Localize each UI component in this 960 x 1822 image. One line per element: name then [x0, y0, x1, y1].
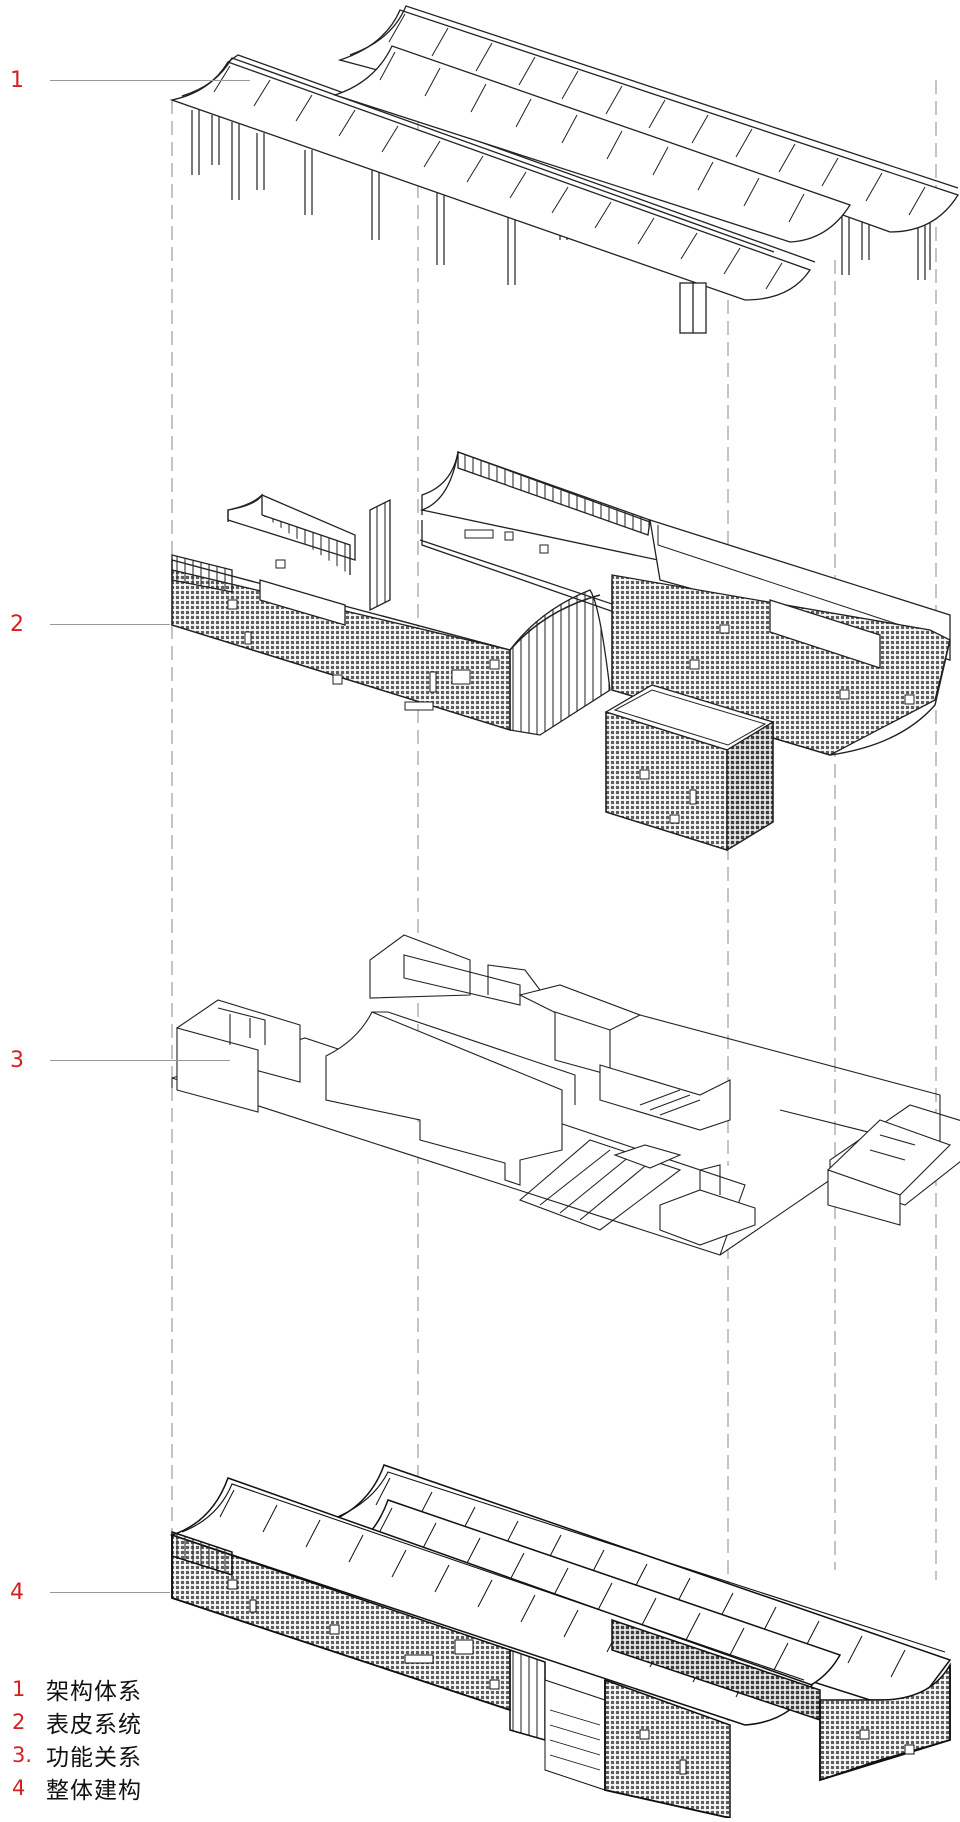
legend: 1 架构体系 2 表皮系统 3. 功能关系 4 整体建构: [12, 1672, 142, 1804]
legend-label: 整体建构: [46, 1771, 142, 1805]
layer-3-function-plan: [172, 935, 960, 1255]
legend-number: 1: [12, 1677, 46, 1701]
layer-2-skin-system: [172, 452, 950, 850]
callout-number-1: 1: [10, 70, 24, 92]
legend-label: 功能关系: [46, 1738, 142, 1772]
legend-item: 3. 功能关系: [12, 1738, 142, 1771]
legend-number: 3.: [12, 1743, 46, 1767]
legend-number: 4: [12, 1776, 46, 1800]
callout-leader-1: [50, 80, 250, 81]
legend-item: 1 架构体系: [12, 1672, 142, 1705]
legend-label: 架构体系: [46, 1672, 142, 1706]
legend-item: 4 整体建构: [12, 1771, 142, 1804]
legend-label: 表皮系统: [46, 1705, 142, 1739]
legend-item: 2 表皮系统: [12, 1705, 142, 1738]
callout-leader-4: [50, 1592, 170, 1593]
layer-1-frame-system: [172, 6, 958, 333]
callout-number-4: 4: [10, 1582, 24, 1604]
layer-4-integrated-build: [172, 1465, 950, 1818]
callout-leader-3: [50, 1060, 230, 1061]
legend-number: 2: [12, 1710, 46, 1734]
callout-number-3: 3: [10, 1050, 24, 1072]
callout-number-2: 2: [10, 614, 24, 636]
callout-leader-2: [50, 624, 170, 625]
